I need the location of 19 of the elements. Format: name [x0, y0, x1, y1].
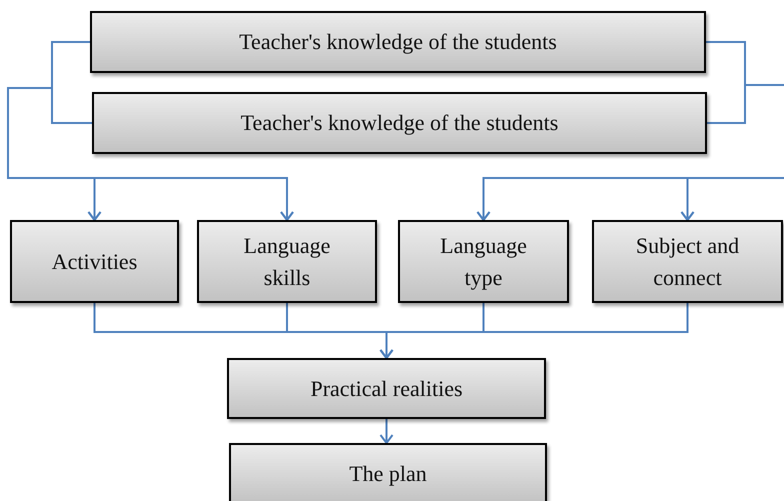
connector-arrow [380, 419, 394, 444]
box-label: Language type [439, 232, 528, 292]
box-label: Practical realities [310, 374, 463, 403]
box-label: The plan [349, 460, 427, 488]
process-box [592, 220, 783, 303]
box-label: Teacher's knowledge of the students [239, 28, 557, 56]
process-box [197, 220, 377, 303]
process-box [10, 220, 179, 303]
connector-arrow [380, 303, 688, 359]
box-label: Language skills [242, 232, 332, 292]
process-box [92, 92, 707, 154]
process-box [398, 220, 569, 303]
process-box [229, 443, 547, 501]
connector-arrow [7, 87, 294, 221]
box-label: Subject and connect [634, 232, 740, 292]
box-label: Activities [52, 248, 138, 276]
process-box [90, 11, 706, 73]
process-box [227, 358, 546, 419]
box-label: Teacher's knowledge of the students [240, 109, 558, 138]
